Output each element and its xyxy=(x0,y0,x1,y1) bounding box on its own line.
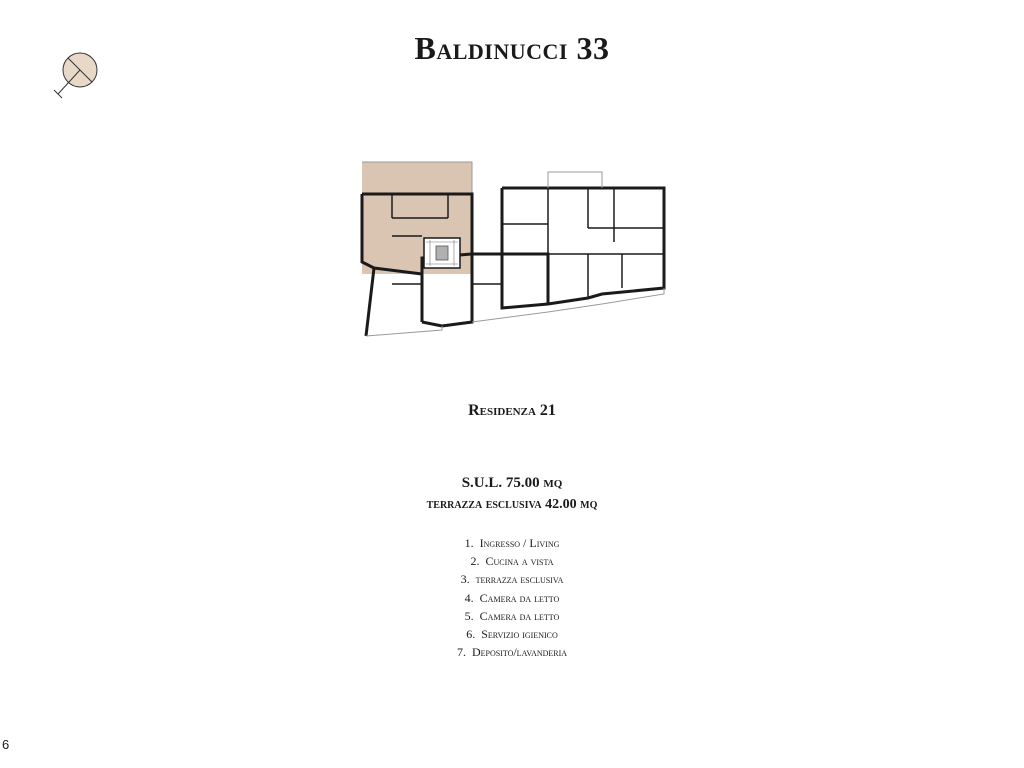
page-title: Baldinucci 33 xyxy=(414,30,610,66)
room-label: terrazza esclusiva xyxy=(475,572,564,587)
room-label: Servizio igienico xyxy=(481,627,558,642)
room-item: 4. Camera da letto xyxy=(0,589,1024,607)
room-number: 1. xyxy=(464,536,474,550)
room-number: 6. xyxy=(466,627,476,642)
room-number: 5. xyxy=(464,608,474,623)
page-number: 6 xyxy=(2,737,10,752)
floor-plan xyxy=(360,161,666,337)
room-item: 7. Deposito/lavanderia xyxy=(0,643,1024,661)
residence-name: Residenza 21 xyxy=(468,402,556,419)
sul-area: S.U.L. 75.00 mq xyxy=(461,475,563,491)
room-item: 2. Cucina a vista xyxy=(0,552,1024,570)
north-arrow-icon xyxy=(53,52,98,99)
room-number: 4. xyxy=(464,590,474,605)
room-label: Camera da letto xyxy=(479,590,560,605)
room-item: 5. Camera da letto xyxy=(0,607,1024,625)
room-label: Ingresso / Living xyxy=(479,536,560,550)
room-item: 1. Ingresso / Living xyxy=(0,534,1024,552)
room-list: 1. Ingresso / Living 2. Cucina a vista 3. t… xyxy=(0,534,1024,661)
area-summary: S.U.L. 75.00 mq terrazza esclusiva 42.00… xyxy=(0,472,1024,516)
room-label: Cucina a vista xyxy=(485,554,554,569)
room-item: 6. Servizio igienico xyxy=(0,625,1024,643)
room-label: Camera da letto xyxy=(479,608,560,623)
room-item: 3. terrazza esclusiva xyxy=(0,570,1024,588)
room-number: 2. xyxy=(470,554,480,569)
room-number: 3. xyxy=(460,572,470,587)
room-number: 7. xyxy=(456,645,466,660)
terrace-area: terrazza esclusiva 42.00 mq xyxy=(426,497,598,512)
room-label: Deposito/lavanderia xyxy=(471,645,568,660)
